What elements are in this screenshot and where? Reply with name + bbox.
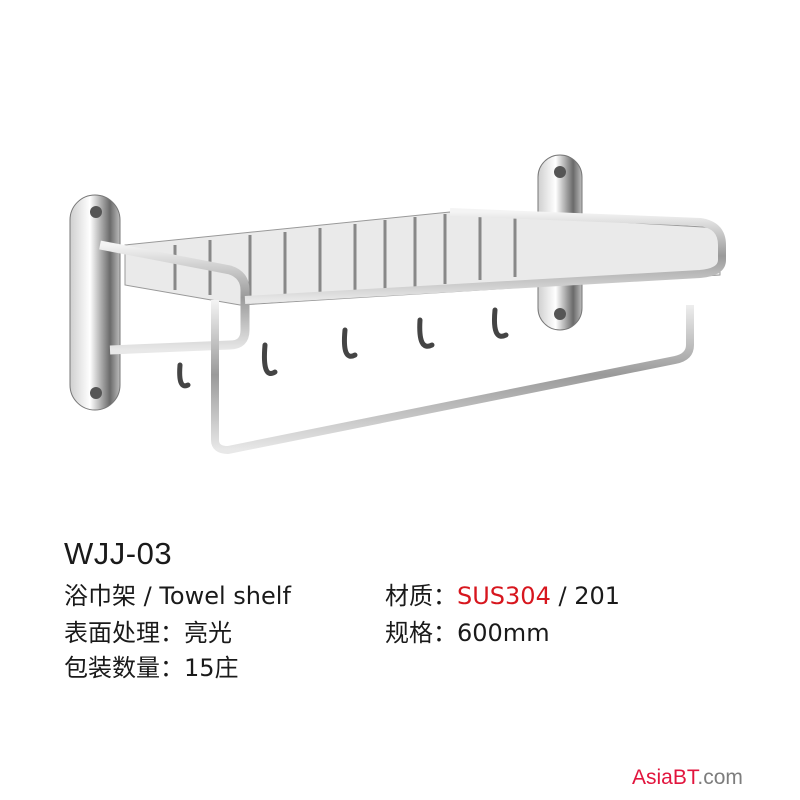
material-row: 材质：SUS304 / 201 (385, 584, 620, 608)
material-label: 材质： (385, 582, 457, 610)
material-primary: SUS304 (457, 582, 551, 610)
watermark-brand: AsiaBT (632, 766, 698, 789)
size-label: 规格： (385, 619, 457, 647)
finish-row: 表面处理：亮光 (64, 621, 232, 645)
watermark: AsiaBT.com (632, 766, 743, 790)
size-row: 规格：600mm (385, 621, 550, 645)
product-name: 浴巾架 / Towel shelf (64, 582, 291, 610)
size-value: 600mm (457, 619, 550, 647)
package-label: 包装数量： (64, 654, 184, 682)
package-row: 包装数量：15庄 (64, 656, 239, 680)
model-number: WJJ-03 (64, 536, 173, 571)
finish-label: 表面处理： (64, 619, 184, 647)
finish-value: 亮光 (184, 619, 232, 647)
watermark-suffix: .com (697, 766, 743, 789)
material-secondary: / 201 (550, 582, 620, 610)
towel-shelf-product-image (69, 154, 726, 455)
package-value: 15庄 (184, 654, 239, 682)
